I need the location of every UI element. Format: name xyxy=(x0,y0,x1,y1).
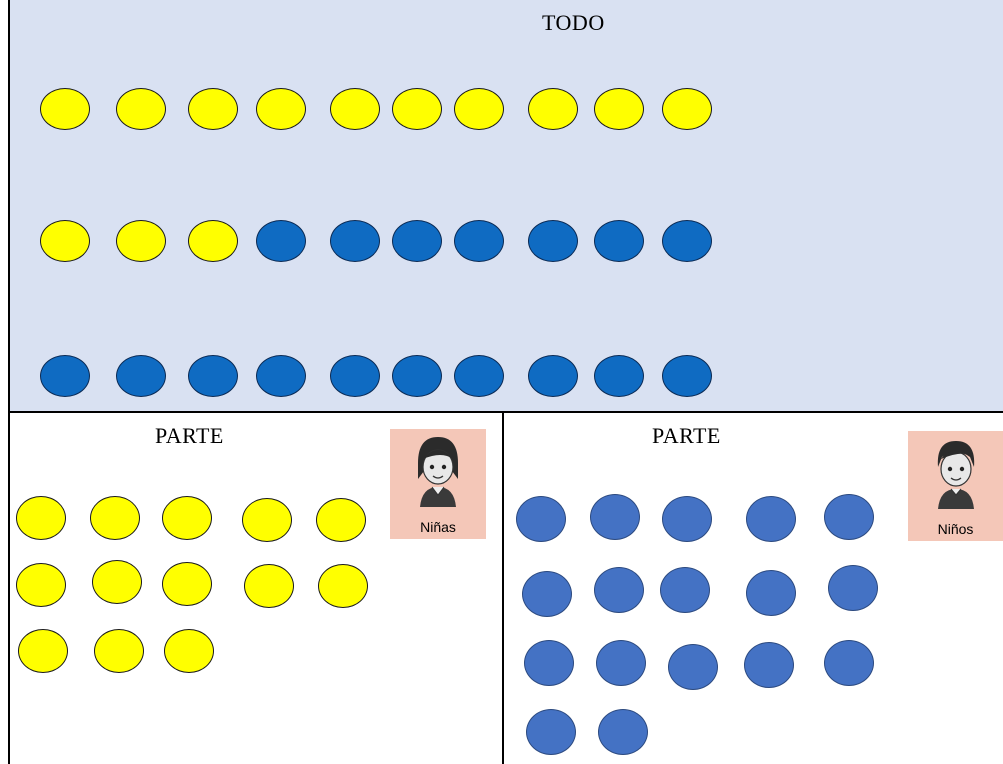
todo-dot xyxy=(662,88,712,130)
girls-card: Niñas xyxy=(390,429,486,539)
todo-dot xyxy=(188,220,238,262)
girl-dot xyxy=(162,496,212,540)
boy-dot xyxy=(524,640,574,686)
todo-dot xyxy=(188,355,238,397)
todo-dot xyxy=(662,220,712,262)
boy-dot xyxy=(662,496,712,542)
todo-dot xyxy=(392,355,442,397)
todo-dot xyxy=(454,88,504,130)
girl-dot xyxy=(242,498,292,542)
todo-dot xyxy=(528,220,578,262)
todo-title: TODO xyxy=(542,10,605,36)
boy-dot xyxy=(596,640,646,686)
todo-dot xyxy=(330,355,380,397)
todo-dot xyxy=(454,355,504,397)
girl-dot xyxy=(18,629,68,673)
todo-dot xyxy=(116,88,166,130)
boy-dot xyxy=(824,640,874,686)
girl-dot xyxy=(90,496,140,540)
boy-dot xyxy=(590,494,640,540)
todo-dot xyxy=(528,355,578,397)
todo-dot xyxy=(330,88,380,130)
girl-dot xyxy=(16,496,66,540)
boy-dot xyxy=(598,709,648,755)
boy-dot xyxy=(660,567,710,613)
todo-dot xyxy=(256,355,306,397)
todo-dot xyxy=(392,88,442,130)
girl-dot xyxy=(316,498,366,542)
girl-dot xyxy=(244,564,294,608)
girl-dot xyxy=(92,560,142,604)
todo-dot xyxy=(40,220,90,262)
boy-dot xyxy=(526,709,576,755)
todo-dot xyxy=(528,88,578,130)
girl-dot xyxy=(164,629,214,673)
todo-dot xyxy=(256,220,306,262)
boy-dot xyxy=(746,496,796,542)
left-part-panel: PARTE Niñas xyxy=(8,411,504,764)
right-part-panel: PARTE Niños xyxy=(502,411,1003,764)
girl-icon xyxy=(412,435,464,507)
todo-dot xyxy=(594,355,644,397)
todo-dot xyxy=(116,355,166,397)
todo-dot xyxy=(188,88,238,130)
boy-dot xyxy=(522,571,572,617)
boy-icon xyxy=(930,437,982,509)
girl-dot xyxy=(16,563,66,607)
boy-dot xyxy=(668,644,718,690)
girl-dot xyxy=(162,562,212,606)
todo-dot xyxy=(40,88,90,130)
girl-dot xyxy=(94,629,144,673)
todo-dot xyxy=(256,88,306,130)
boys-card: Niños xyxy=(908,431,1003,541)
todo-dot xyxy=(330,220,380,262)
boy-dot xyxy=(828,565,878,611)
boy-dot xyxy=(516,496,566,542)
boy-dot xyxy=(746,570,796,616)
todo-dot xyxy=(594,88,644,130)
right-part-title: PARTE xyxy=(652,423,721,449)
left-part-title: PARTE xyxy=(155,423,224,449)
boy-dot xyxy=(744,642,794,688)
girls-card-label: Niñas xyxy=(390,519,486,535)
boy-dot xyxy=(594,567,644,613)
boys-card-label: Niños xyxy=(908,521,1003,537)
todo-panel: TODO xyxy=(8,0,1003,413)
todo-dot xyxy=(594,220,644,262)
boy-dot xyxy=(824,494,874,540)
todo-dot xyxy=(116,220,166,262)
todo-dot xyxy=(662,355,712,397)
todo-dot xyxy=(392,220,442,262)
todo-dot xyxy=(454,220,504,262)
todo-dot xyxy=(40,355,90,397)
girl-dot xyxy=(318,564,368,608)
